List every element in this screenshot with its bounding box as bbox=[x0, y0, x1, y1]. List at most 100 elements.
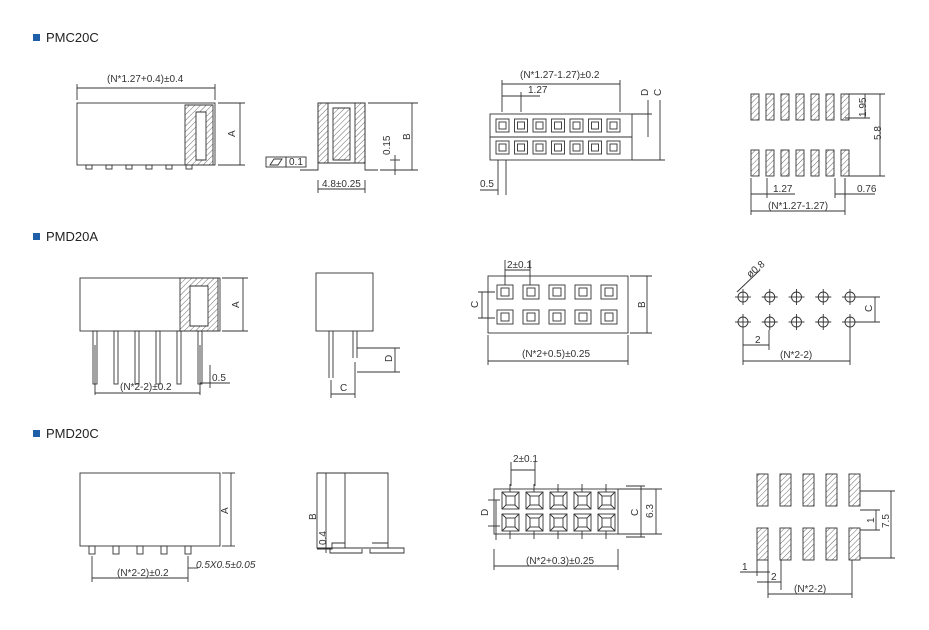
pmc20c-pad bbox=[840, 93, 850, 121]
pmc20c-cell-inner bbox=[591, 143, 599, 152]
pmd20a-pin bbox=[134, 330, 140, 385]
pmd20c-cell-bevel bbox=[586, 491, 592, 497]
pmc20c-pad-span: 5.8 bbox=[873, 126, 884, 140]
pmd20c-cell-inner bbox=[553, 495, 564, 506]
pmc20c-dim-d: D bbox=[640, 89, 651, 96]
pmc20c-pad bbox=[750, 93, 760, 121]
pmd20c-cell-bevel bbox=[562, 526, 568, 532]
pmc20c-cell-inner bbox=[554, 121, 562, 130]
pmd20a-pin bbox=[197, 330, 203, 385]
pmd20c-cell-bevel bbox=[525, 526, 531, 532]
pmc20c-body-width: 4.8±0.25 bbox=[322, 179, 361, 190]
pmd20a-cell bbox=[522, 284, 540, 300]
pmd20c-cell bbox=[573, 491, 592, 510]
pmd20c-cell-bevel bbox=[597, 491, 603, 497]
pmc20c-cell bbox=[569, 118, 584, 133]
pmc20c-pad-len: 1.95 bbox=[858, 97, 869, 117]
pmd20c-cell-bevel bbox=[501, 491, 507, 497]
pmd20c-pin bbox=[88, 545, 96, 555]
pmd20a-cell-inner bbox=[500, 312, 510, 322]
pmc20c-cell-inner bbox=[609, 121, 618, 130]
pmc20c-pad bbox=[765, 93, 775, 121]
pmd20a-cell bbox=[574, 284, 592, 300]
pmd20a-pitch: 2±0.1 bbox=[507, 260, 532, 271]
pmc20c-cell-inner bbox=[517, 143, 525, 152]
pmd20c-cell-bevel bbox=[514, 491, 520, 497]
pmc20c-pad-width: 0.76 bbox=[857, 184, 877, 195]
pmd20c-cell-bevel bbox=[610, 491, 616, 497]
pmd20a-pin bbox=[113, 330, 119, 385]
pmd20a-end-view bbox=[315, 272, 400, 398]
pmd20c-cell-bevel bbox=[610, 513, 616, 519]
dimension-labels: (N*1.27+0.4)±0.4 A B 0.1 0.15 4.8±0.25 (… bbox=[107, 70, 892, 595]
pmd20c-pin-span: (N*2-2)±0.2 bbox=[117, 568, 169, 579]
pmd20c-pad bbox=[825, 527, 838, 561]
pmc20c-cell bbox=[606, 140, 621, 155]
pmc20c-pins bbox=[85, 164, 193, 170]
pmd20c-cell-bevel bbox=[538, 504, 544, 510]
pmc20c-pad bbox=[825, 149, 835, 177]
pmd20c-cell-bevel bbox=[586, 526, 592, 532]
pmd20c-pad bbox=[802, 473, 815, 507]
pmd20a-cell-inner bbox=[526, 287, 536, 297]
pmd20a-hole-layout bbox=[735, 269, 880, 365]
section-title-pmd20c: PMD20C bbox=[33, 426, 99, 441]
pmd20c-cell-bevel bbox=[597, 513, 603, 519]
pmc20c-cell bbox=[495, 140, 510, 155]
pmc20c-dim-c: C bbox=[653, 89, 664, 96]
pmd20a-cell-inner bbox=[604, 287, 614, 297]
pmc20c-pad bbox=[780, 93, 790, 121]
pmc20c-cell bbox=[514, 140, 528, 155]
pmd20c-cell-inner bbox=[505, 495, 516, 506]
pmd20c-pad-span: 7.5 bbox=[881, 514, 892, 528]
pmd20a-cell-inner bbox=[500, 287, 510, 297]
pmd20a-cell-inner bbox=[526, 312, 536, 322]
pmd20a-dim-c-left: C bbox=[470, 301, 481, 308]
pmd20a-cell bbox=[600, 284, 618, 300]
pmc20c-pad-total: (N*1.27-1.27) bbox=[768, 201, 828, 212]
pmd20c-cell-bevel bbox=[573, 526, 579, 532]
pmc20c-pad bbox=[810, 149, 820, 177]
pmc20c-cell bbox=[532, 118, 547, 133]
pmd20c-cell-bevel bbox=[562, 504, 568, 510]
pmd20c-cell-bevel bbox=[573, 491, 579, 497]
pmd20c-top-view bbox=[488, 462, 662, 570]
pmc20c-flatness: 0.1 bbox=[289, 157, 303, 168]
pmc20c-cell bbox=[588, 140, 602, 155]
pmc20c-cell bbox=[588, 118, 602, 133]
pmd20a-pin bbox=[176, 330, 182, 385]
pmd20a-cell bbox=[496, 284, 514, 300]
pmd20c-pad-w: 1 bbox=[742, 562, 748, 573]
pmd20c-cell-bevel bbox=[538, 491, 544, 497]
bullet-icon bbox=[33, 430, 40, 437]
pmd20c-cell-bevel bbox=[610, 526, 616, 532]
pmc20c-pad bbox=[810, 93, 820, 121]
pmc20c-cell-inner bbox=[572, 121, 581, 130]
pmd20c-cell-inner bbox=[577, 517, 588, 528]
pmd20c-dim-d: D bbox=[480, 509, 491, 516]
pmd20c-cell bbox=[501, 513, 520, 532]
bullet-icon bbox=[33, 233, 40, 240]
pmc20c-pad bbox=[795, 149, 805, 177]
pmd20c-cell-bevel bbox=[597, 504, 603, 510]
pmd20a-side-view bbox=[79, 277, 248, 395]
pmc20c-cell-inner bbox=[517, 121, 525, 130]
section-title-text: PMD20C bbox=[46, 426, 99, 441]
pmd20c-cell-bevel bbox=[501, 526, 507, 532]
pmd20a-cell bbox=[600, 309, 618, 325]
pmd20c-cell-bevel bbox=[562, 491, 568, 497]
pmd20a-pin-w: 0.5 bbox=[212, 373, 226, 384]
pmd20c-cell-bevel bbox=[525, 491, 531, 497]
pmd20c-cell-bevel bbox=[514, 526, 520, 532]
pmc20c-height-a: A bbox=[227, 130, 238, 137]
pmd20c-pin bbox=[136, 545, 144, 555]
pmd20c-pins bbox=[88, 545, 192, 555]
pmd20c-cell-bevel bbox=[549, 504, 555, 510]
section-title-text: PMD20A bbox=[46, 229, 99, 244]
pmd20c-pad-total: (N*2-2) bbox=[794, 584, 826, 595]
pmd20c-cell bbox=[597, 513, 616, 532]
pmd20c-cell-inner bbox=[577, 495, 588, 506]
pmd20c-top-cells bbox=[501, 484, 616, 539]
pmc20c-pad bbox=[795, 93, 805, 121]
pmd20c-cell-bevel bbox=[586, 513, 592, 519]
